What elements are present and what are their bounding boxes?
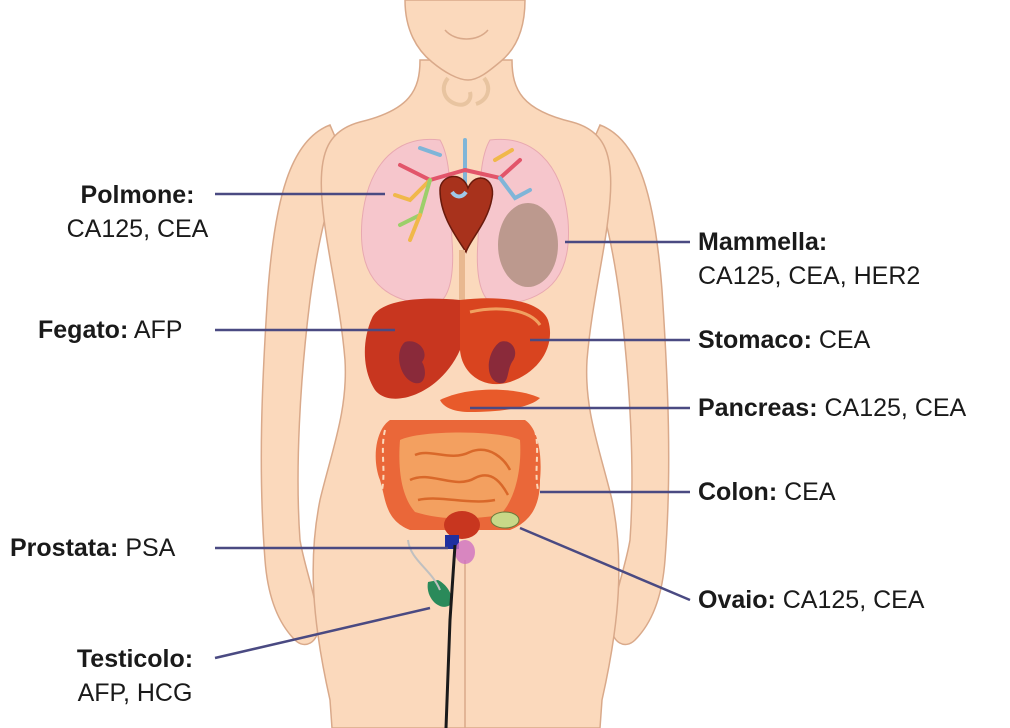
label-colon-name: Colon: — [698, 478, 777, 506]
label-ovaio-markers: CA125, CEA — [783, 586, 925, 614]
bladder — [444, 511, 480, 539]
label-mammella-markers: CA125, CEA, HER2 — [698, 259, 920, 293]
label-fegato-markers: AFP — [134, 316, 183, 344]
label-stomaco: Stomaco: CEA — [698, 323, 870, 357]
label-mammella-name: Mammella: — [698, 228, 827, 256]
label-prostata-markers: PSA — [125, 534, 175, 562]
label-mammella: Mammella: CA125, CEA, HER2 — [698, 225, 920, 293]
label-pancreas-name: Pancreas: — [698, 394, 818, 422]
uterus — [455, 540, 475, 564]
label-colon: Colon: CEA — [698, 475, 836, 509]
label-stomaco-markers: CEA — [819, 326, 870, 354]
label-stomaco-name: Stomaco: — [698, 326, 812, 354]
label-prostata-name: Prostata: — [10, 534, 118, 562]
label-pancreas-markers: CA125, CEA — [824, 394, 966, 422]
breast-mass — [498, 203, 558, 287]
label-testicolo-name: Testicolo: — [77, 645, 193, 673]
label-pancreas: Pancreas: CA125, CEA — [698, 391, 966, 425]
label-testicolo: Testicolo: AFP, HCG — [55, 642, 215, 710]
label-fegato: Fegato: AFP — [38, 313, 182, 347]
label-polmone: Polmone: CA125, CEA — [60, 178, 215, 246]
label-ovaio-name: Ovaio: — [698, 586, 776, 614]
label-fegato-name: Fegato: — [38, 316, 128, 344]
label-polmone-markers: CA125, CEA — [60, 212, 215, 246]
label-polmone-name: Polmone: — [81, 181, 195, 209]
ovary — [491, 512, 519, 528]
label-prostata: Prostata: PSA — [10, 531, 175, 565]
label-colon-markers: CEA — [784, 478, 835, 506]
label-testicolo-markers: AFP, HCG — [55, 676, 215, 710]
label-ovaio: Ovaio: CA125, CEA — [698, 583, 925, 617]
small-intestine — [399, 433, 520, 519]
